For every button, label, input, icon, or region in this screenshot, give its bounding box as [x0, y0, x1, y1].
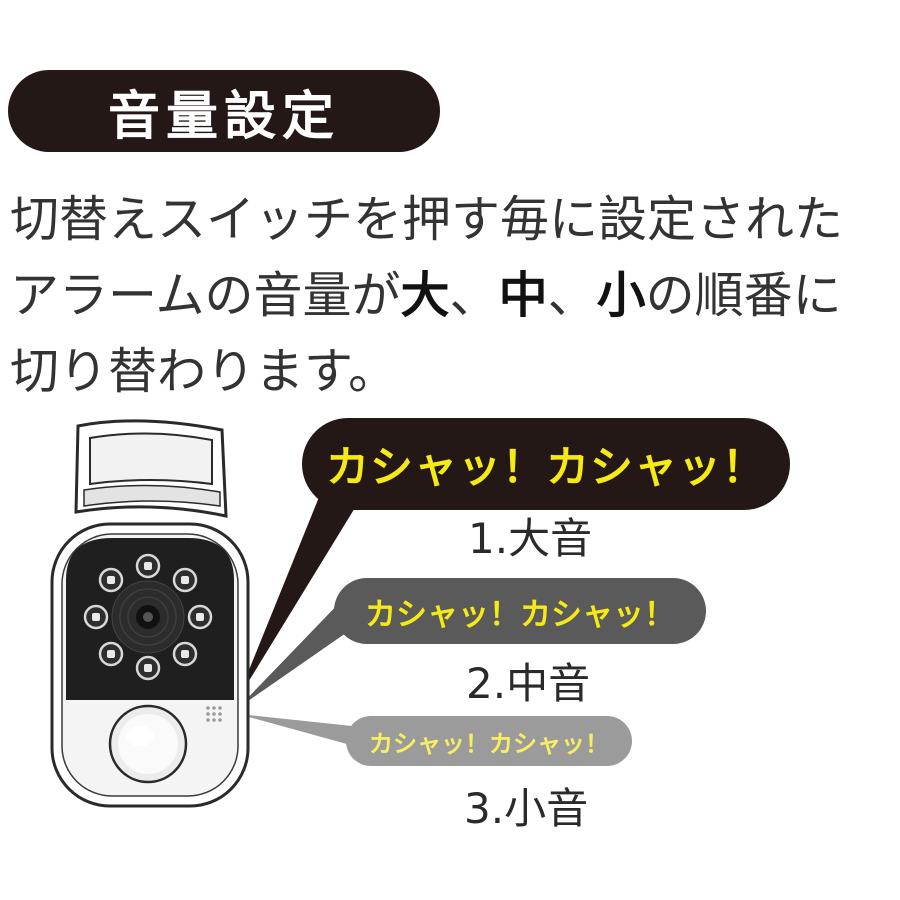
- section-title: 音量設定: [107, 86, 340, 147]
- ir-led-ring: [83, 553, 213, 681]
- description-line-2: アラームの音量が大、中、小の順番に: [10, 258, 895, 334]
- level-large-text: 大: [400, 267, 450, 324]
- sound-level-medium-label: 2.中音: [466, 659, 591, 708]
- description-line-2-start: アラームの音量が: [10, 267, 401, 324]
- sound-bubble-medium: カシャッ！カシャッ！: [334, 578, 706, 644]
- separator-2: 、: [547, 267, 597, 324]
- bubble-large-tail: [236, 470, 372, 702]
- mounting-bracket: [74, 419, 228, 518]
- speaker-grille: [206, 706, 222, 722]
- level-small-text: 小: [596, 267, 646, 324]
- separator-1: 、: [449, 267, 499, 324]
- description-line-3: 切り替わります。: [10, 343, 398, 400]
- description-text: 切替えスイッチを押す毎に設定された アラームの音量が大、中、小の順番に 切り替わ…: [10, 182, 895, 410]
- sound-level-large-label: 1.大音: [468, 514, 593, 563]
- description-line-2-end: の順番に: [645, 267, 842, 324]
- level-medium-text: 中: [498, 267, 548, 324]
- bubble-medium-tail: [238, 598, 356, 708]
- sound-level-small-label: 3.小音: [464, 784, 589, 833]
- sound-bubble-large: カシャッ！カシャッ！: [302, 418, 790, 510]
- camera-lens: [111, 580, 185, 654]
- sound-bubble-small: カシャッ！カシャッ！: [346, 716, 632, 766]
- motion-sensor: [108, 704, 188, 784]
- section-title-badge: 音量設定: [8, 70, 440, 152]
- description-line-1: 切替えスイッチを押す毎に設定された: [10, 191, 844, 248]
- bubble-small-tail: [238, 714, 354, 746]
